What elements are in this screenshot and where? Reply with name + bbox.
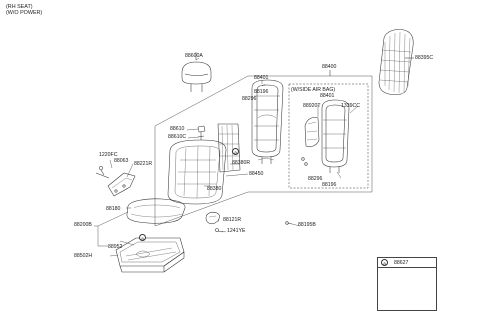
label-88196-main: 88196 — [254, 89, 269, 95]
seat-cushion — [126, 198, 186, 224]
label-88610C: 88610C — [168, 134, 187, 140]
label-88221R: 88221R — [134, 161, 153, 167]
back-pad — [217, 123, 241, 173]
label-88200B: 88200B — [74, 222, 92, 228]
legend-header: a 88627 — [378, 258, 436, 268]
headrest — [181, 52, 212, 92]
cushion-frame — [115, 237, 185, 273]
back-assembly-enclosure — [154, 75, 373, 227]
label-side-airbag-box: (W/SIDE AIR BAG) — [291, 87, 336, 93]
side-airbag-box — [288, 83, 369, 189]
leader-lines — [109, 57, 342, 257]
back-cover — [167, 139, 227, 205]
label-1339CC: 1339CC — [341, 103, 361, 109]
header-seat-side: (RH SEAT) — [6, 4, 33, 10]
label-88400: 88400 — [322, 64, 337, 70]
airbag-module — [301, 117, 320, 166]
label-88121R: 88121R — [223, 217, 242, 223]
label-1241YE: 1241YE — [227, 228, 246, 234]
label-88180: 88180 — [106, 206, 121, 212]
knob-88121r — [205, 211, 220, 225]
label-88450: 88450 — [249, 171, 264, 177]
clip-88195b — [285, 221, 293, 225]
label-1220FC: 1220FC — [99, 152, 118, 158]
marker-a-upper: a — [232, 148, 239, 155]
label-88296-box: 88296 — [308, 176, 323, 182]
legend-box: a 88627 — [377, 257, 437, 311]
legend-marker: a — [381, 259, 388, 266]
label-88195B: 88195B — [298, 222, 316, 228]
label-88600A: 88600A — [185, 53, 203, 59]
back-frame-airbag — [321, 99, 350, 173]
side-panel-trim — [95, 172, 136, 197]
label-88380R: 88380R — [232, 160, 251, 166]
header-power-option: (W/O POWER) — [6, 10, 43, 16]
label-88296-main: 88296 — [242, 96, 257, 102]
guide-pins — [197, 125, 206, 140]
label-88395C: 88395C — [415, 55, 434, 61]
label-88920T: 88920T — [303, 103, 321, 109]
label-88196-box: 88196 — [322, 182, 337, 188]
bolt-1220fc — [99, 166, 105, 176]
screw-1241ye — [215, 228, 224, 233]
label-88401-main: 88401 — [254, 75, 269, 81]
label-88952: 88952 — [108, 244, 123, 250]
label-88401-box: 88401 — [320, 93, 335, 99]
label-88063: 88063 — [114, 158, 129, 164]
marker-a-lower: a — [139, 234, 146, 241]
label-88380: 88380 — [207, 186, 222, 192]
label-88610: 88610 — [170, 126, 185, 132]
label-88502H: 88502H — [74, 253, 93, 259]
seat-back-shell — [378, 29, 414, 96]
legend-part-number: 88627 — [394, 259, 409, 266]
